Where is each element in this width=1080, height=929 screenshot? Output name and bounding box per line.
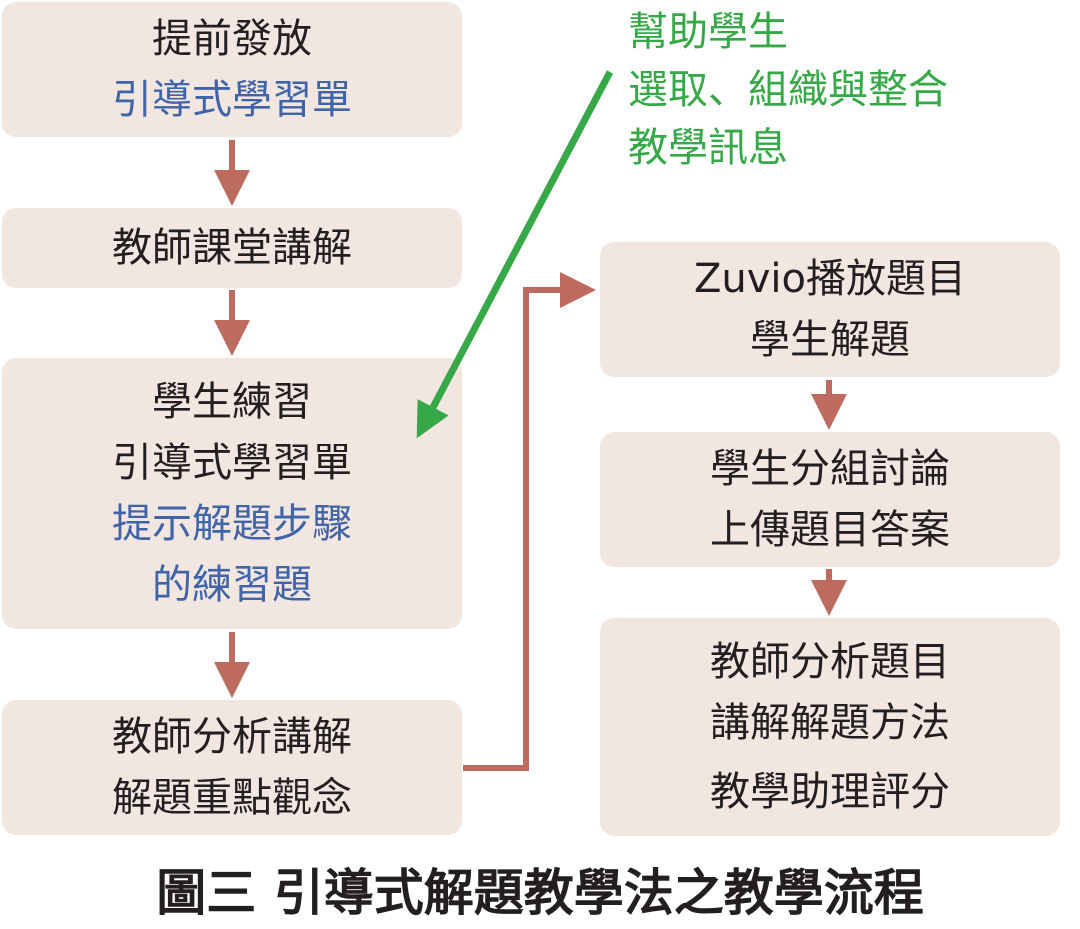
step-text: 教師課堂講解: [112, 224, 352, 271]
step-teacher-review: 教師分析題目 講解解題方法 教學助理評分: [600, 618, 1060, 836]
annotation-line: 選取、組織與整合: [628, 67, 948, 113]
step-text: 解題重點觀念: [112, 774, 352, 821]
step-text: Zuvio播放題目: [693, 255, 966, 302]
step-advance-worksheet: 提前發放 引導式學習單: [2, 2, 462, 137]
step-group-discussion: 學生分組討論 上傳題目答案: [600, 432, 1060, 567]
figure-caption: 圖三 引導式解題教學法之教學流程: [156, 864, 924, 922]
step-text: 提前發放: [152, 15, 312, 62]
step-text: 學生分組討論: [710, 445, 950, 492]
step-text-highlight: 提示解題步驟: [112, 500, 352, 547]
step-zuvio-questions: Zuvio播放題目 學生解題: [600, 242, 1060, 377]
step-teacher-lecture: 教師課堂講解: [2, 208, 462, 288]
annotation-note: 幫助學生 選取、組織與整合 教學訊息: [628, 3, 948, 177]
step-student-practice: 學生練習 引導式學習單 提示解題步驟 的練習題: [2, 358, 462, 629]
annotation-line: 教學訊息: [628, 125, 788, 171]
step-teacher-analysis: 教師分析講解 解題重點觀念: [2, 700, 462, 835]
step-text: 學生解題: [750, 316, 910, 363]
step-text-highlight: 引導式學習單: [112, 76, 352, 123]
step-text: 學生練習: [152, 378, 312, 425]
step-text: 教師分析講解: [112, 713, 352, 760]
step-text: 講解解題方法: [710, 699, 950, 746]
step-text: 教學助理評分: [710, 768, 950, 815]
annotation-line: 幫助學生: [628, 9, 788, 55]
step-text: 引導式學習單: [112, 439, 352, 486]
step-text: 上傳題目答案: [710, 506, 950, 553]
annotation-arrow: [416, 70, 614, 439]
step-text: 教師分析題目: [710, 638, 950, 685]
step-text-highlight: 的練習題: [152, 561, 312, 608]
flow-arrow-elbow: [463, 272, 596, 771]
